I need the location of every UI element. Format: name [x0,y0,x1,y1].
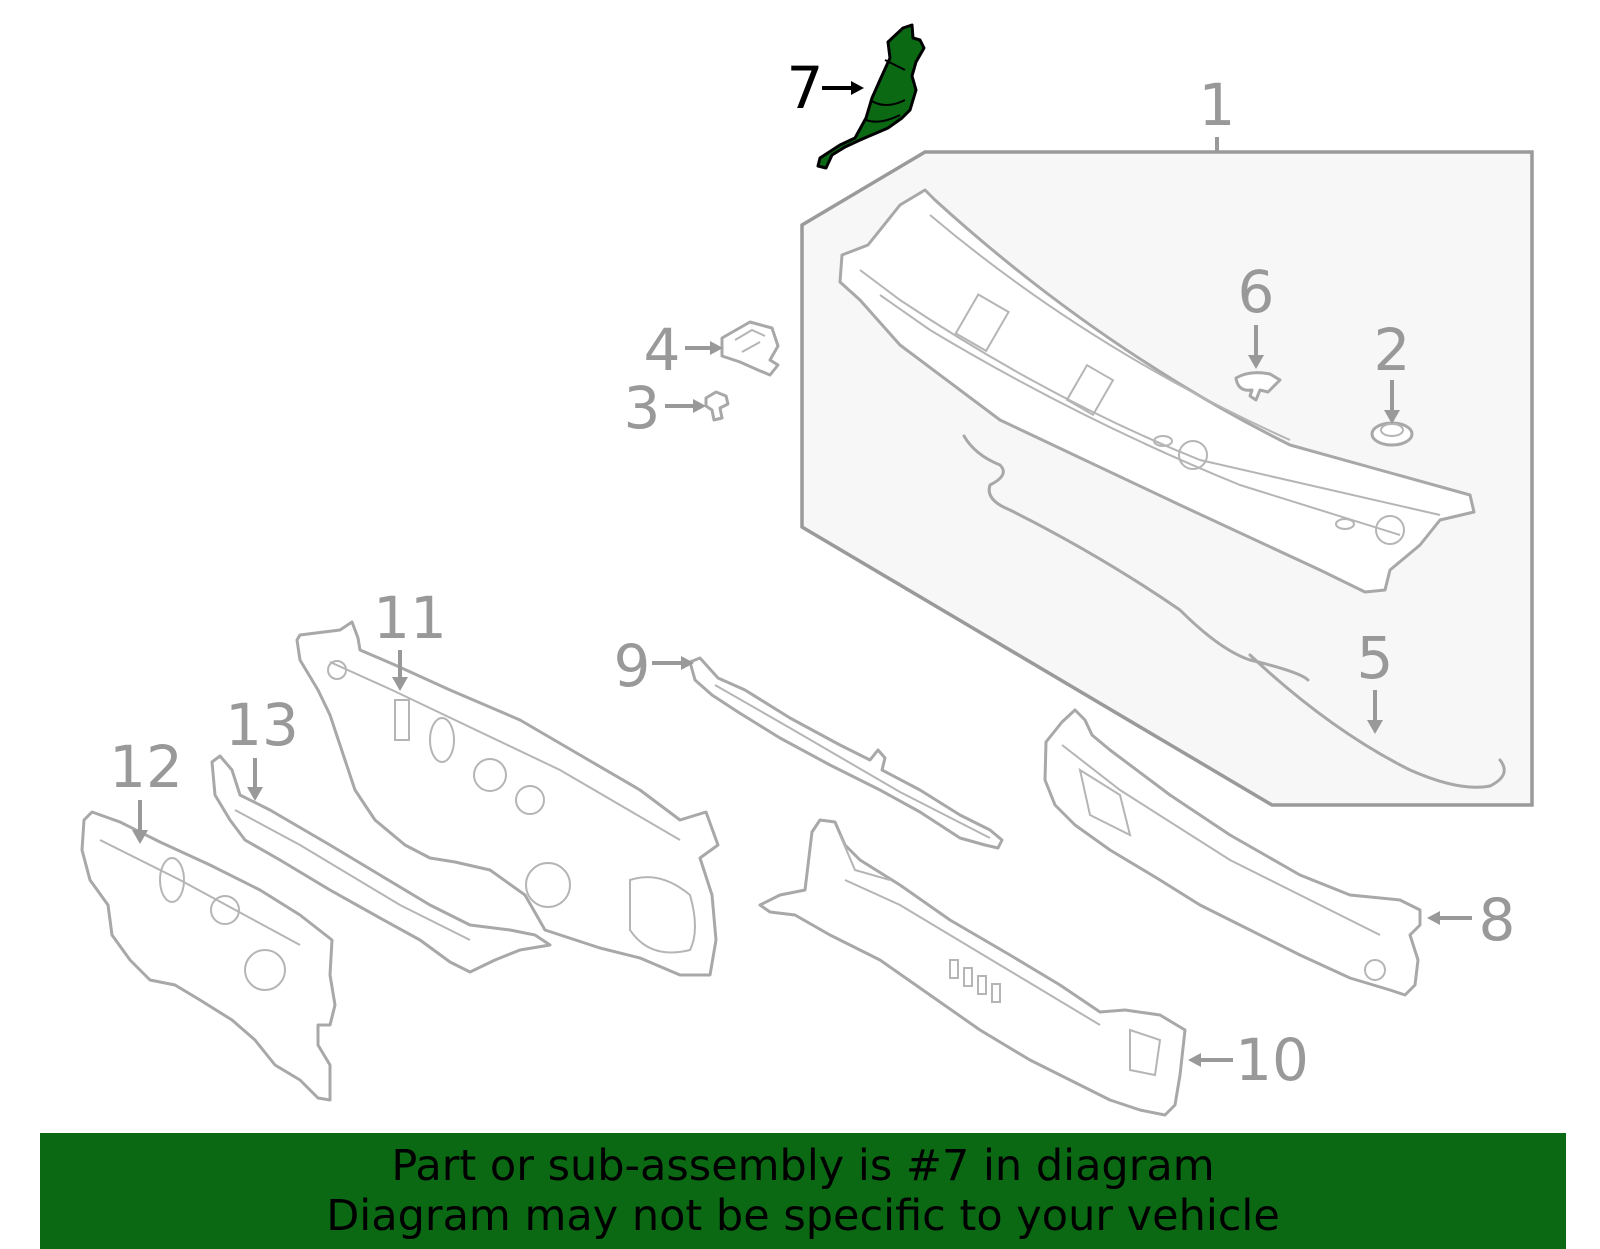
callout-2: 2 [1374,316,1411,424]
dash-panel-part-11 [295,620,720,977]
callout-label-5: 5 [1357,624,1394,692]
callout-4: 4 [644,316,723,384]
callout-label-2: 2 [1374,316,1411,384]
callout-label-12: 12 [109,733,183,801]
callout-label-9: 9 [614,632,651,700]
cowl-lower-panel-part-10 [758,818,1187,1117]
callout-label-8: 8 [1479,886,1516,954]
duct-part-7-highlighted [816,23,926,170]
callout-11: 11 [373,584,447,691]
banner-line-disclaimer: Diagram may not be specific to your vehi… [326,1191,1280,1241]
cowl-top-panel-part-1 [838,188,1476,594]
clip-part-4 [720,320,780,377]
callout-9: 9 [614,632,694,700]
cowl-panel-part-8 [1043,708,1422,997]
callout-label-13: 13 [225,691,299,759]
nozzle-part-6 [1234,371,1282,402]
callout-5: 5 [1357,624,1394,734]
plug-part-2 [1370,421,1414,447]
callout-label-4: 4 [644,316,681,384]
callout-7-highlighted: 7 [787,54,864,122]
callout-label-7: 7 [787,54,824,122]
cross-member-part-13 [210,754,552,974]
callout-3: 3 [624,374,706,442]
hose-part-5 [962,434,1506,789]
callout-1: 1 [1199,71,1236,139]
callout-8: 8 [1427,886,1515,954]
callout-6: 6 [1238,258,1275,369]
info-banner: Part or sub-assembly is #7 in diagram Di… [40,1133,1566,1249]
callout-label-1: 1 [1199,71,1236,139]
callout-13: 13 [225,691,299,801]
callout-12: 12 [109,733,183,844]
banner-line-part-number: Part or sub-assembly is #7 in diagram [391,1141,1215,1191]
bracket-part-9 [688,656,1004,850]
callout-10: 10 [1188,1026,1309,1094]
callout-label-6: 6 [1238,258,1275,326]
insulator-part-12 [80,810,337,1102]
callout-label-11: 11 [373,584,447,652]
bolt-part-3 [704,390,730,422]
callout-label-10: 10 [1235,1026,1309,1094]
callout-label-3: 3 [624,374,661,442]
